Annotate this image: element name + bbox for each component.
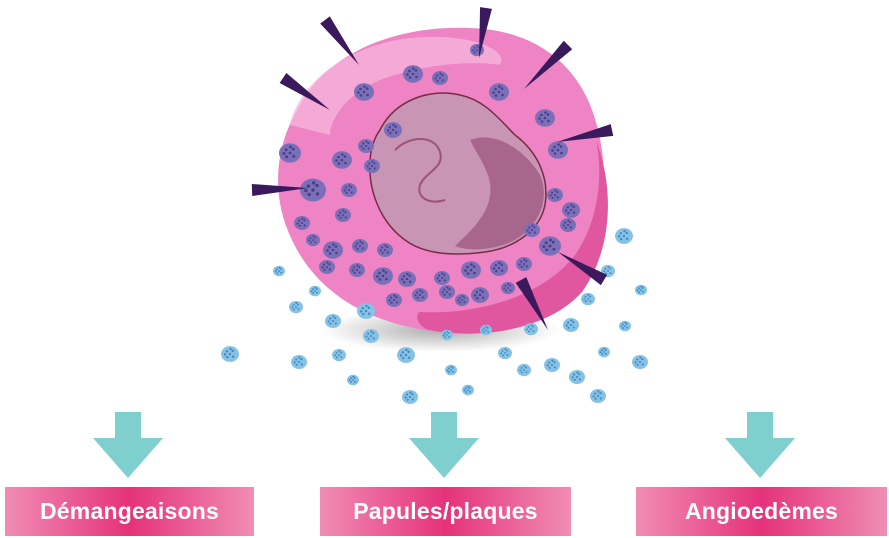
outcome-label-angioedema: Angioedèmes bbox=[636, 487, 887, 536]
released-granule bbox=[619, 321, 631, 332]
intracellular-granule bbox=[377, 243, 393, 257]
released-granule bbox=[615, 228, 633, 244]
released-granule bbox=[498, 347, 512, 359]
intracellular-granule bbox=[364, 159, 380, 173]
down-arrow-icon bbox=[93, 412, 163, 478]
released-granule bbox=[581, 293, 595, 305]
receptor-spike bbox=[320, 16, 359, 65]
intracellular-granule bbox=[539, 236, 561, 255]
intracellular-granule bbox=[300, 179, 326, 202]
released-granule bbox=[544, 358, 560, 372]
outcome-text: Angioedèmes bbox=[685, 498, 838, 525]
intracellular-granule bbox=[412, 288, 428, 302]
outcome-label-wheals: Papules/plaques bbox=[320, 487, 571, 536]
released-granule bbox=[402, 390, 418, 404]
released-granule bbox=[363, 329, 379, 343]
released-granule bbox=[332, 349, 346, 361]
down-arrow-icon bbox=[409, 412, 479, 478]
released-granule bbox=[347, 375, 359, 386]
released-granule bbox=[598, 347, 610, 358]
intracellular-granule bbox=[489, 83, 509, 101]
intracellular-granule bbox=[535, 109, 555, 127]
intracellular-granule bbox=[279, 143, 301, 162]
intracellular-granule bbox=[294, 216, 310, 230]
released-granule bbox=[325, 314, 341, 328]
released-granule bbox=[309, 286, 321, 297]
intracellular-granule bbox=[398, 271, 416, 287]
intracellular-granule bbox=[439, 285, 455, 299]
outcome-text: Papules/plaques bbox=[353, 498, 538, 525]
intracellular-granule bbox=[562, 202, 580, 218]
released-granule bbox=[635, 285, 647, 296]
released-granule bbox=[462, 385, 474, 396]
intracellular-granule bbox=[335, 208, 351, 222]
released-granule bbox=[441, 330, 453, 341]
intracellular-granule bbox=[373, 267, 393, 285]
released-granule bbox=[445, 365, 457, 376]
released-granule bbox=[480, 325, 492, 336]
intracellular-granule bbox=[461, 261, 481, 279]
intracellular-granule bbox=[432, 71, 448, 85]
intracellular-granule bbox=[547, 188, 563, 202]
intracellular-granule bbox=[384, 122, 402, 138]
intracellular-granule bbox=[323, 241, 343, 259]
outcome-label-itching: Démangeaisons bbox=[5, 487, 254, 536]
released-granule bbox=[590, 389, 606, 403]
intracellular-granule bbox=[352, 239, 368, 253]
released-granule bbox=[632, 355, 648, 369]
intracellular-granule bbox=[403, 65, 423, 83]
outcome-text: Démangeaisons bbox=[40, 498, 219, 525]
intracellular-granule bbox=[524, 223, 540, 237]
released-granule bbox=[289, 301, 303, 313]
intracellular-granule bbox=[319, 260, 335, 274]
released-granule bbox=[563, 318, 579, 332]
intracellular-granule bbox=[386, 293, 402, 307]
released-granule bbox=[517, 364, 531, 376]
intracellular-granule bbox=[560, 218, 576, 232]
intracellular-granule bbox=[349, 263, 365, 277]
intracellular-granule bbox=[490, 260, 508, 276]
released-granule bbox=[569, 370, 585, 384]
released-granule bbox=[357, 303, 375, 319]
released-granule bbox=[524, 323, 538, 335]
released-granule bbox=[273, 266, 285, 277]
intracellular-granule bbox=[306, 234, 320, 246]
intracellular-granule bbox=[341, 183, 357, 197]
intracellular-granule bbox=[332, 151, 352, 169]
intracellular-granule bbox=[548, 141, 568, 159]
intracellular-granule bbox=[516, 257, 532, 271]
released-granule bbox=[221, 346, 239, 362]
down-arrow-icon bbox=[725, 412, 795, 478]
intracellular-granule bbox=[471, 287, 489, 303]
released-granule bbox=[291, 355, 307, 369]
intracellular-granule bbox=[434, 271, 450, 285]
intracellular-granule bbox=[354, 83, 374, 101]
intracellular-granule bbox=[455, 294, 469, 306]
intracellular-granule bbox=[501, 282, 515, 294]
released-granule bbox=[397, 347, 415, 363]
intracellular-granule bbox=[358, 139, 374, 153]
